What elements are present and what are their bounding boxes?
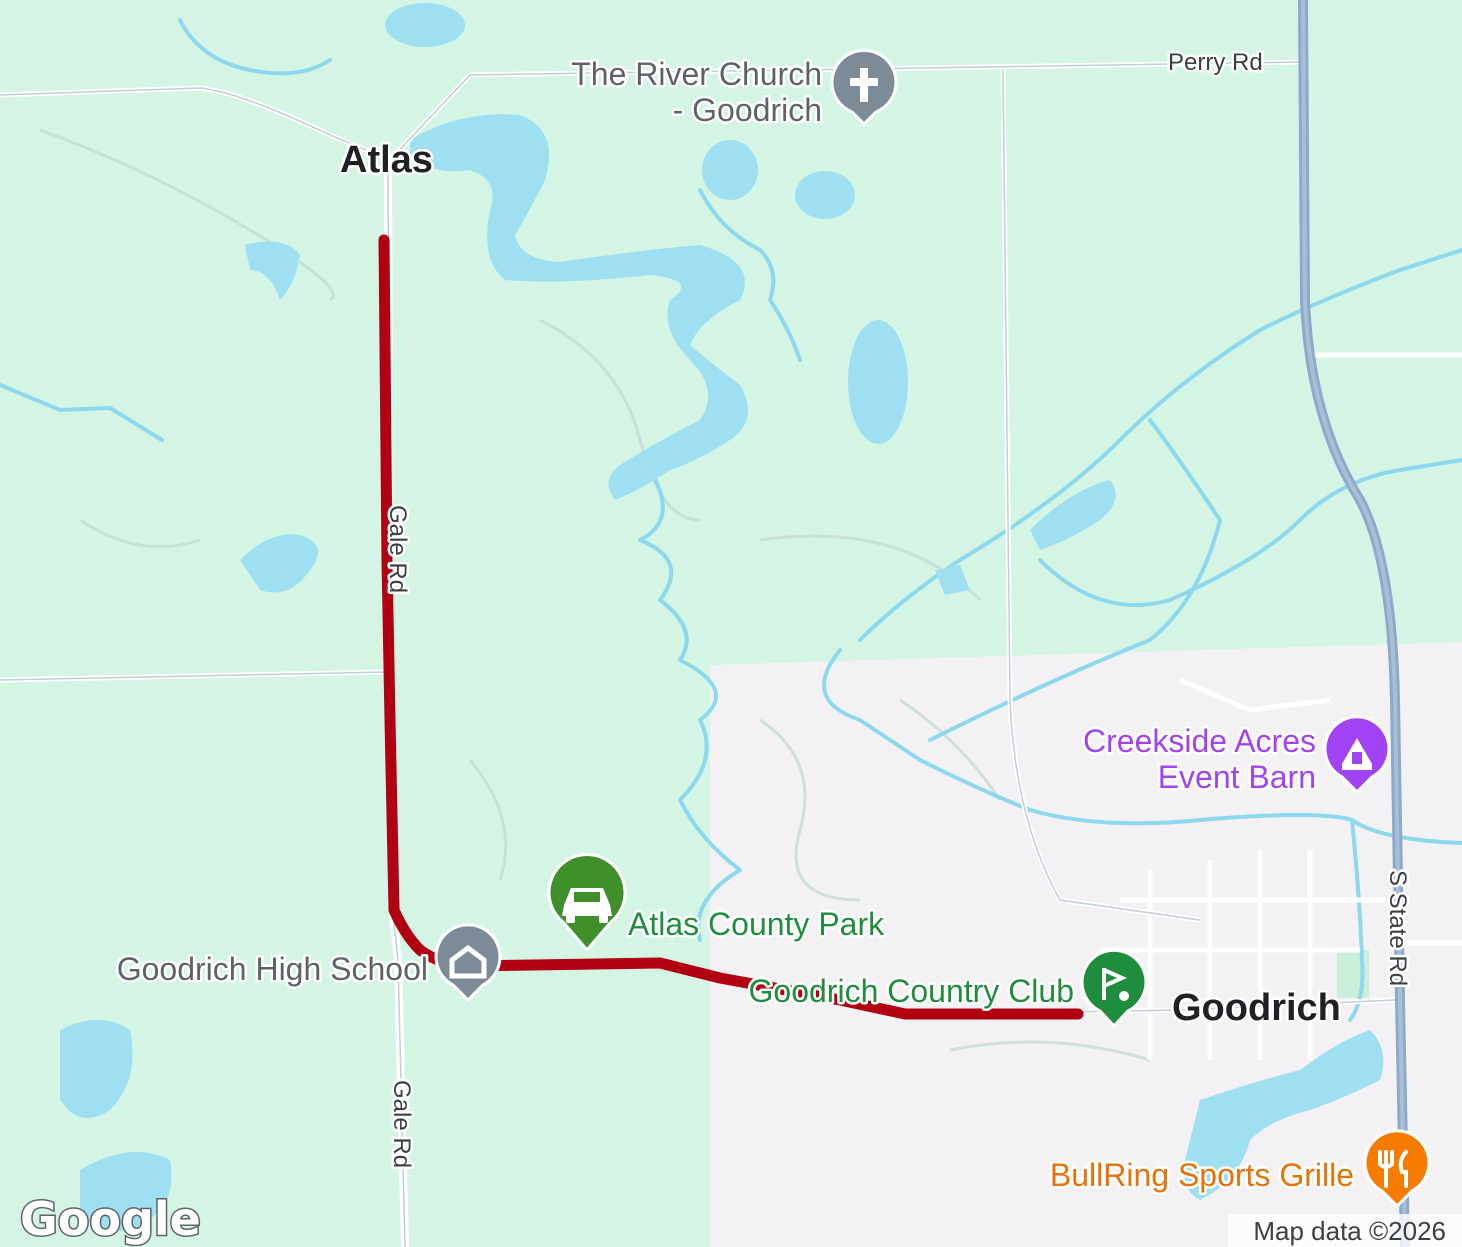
poi-label-creekside-1[interactable]: Creekside Acres bbox=[1081, 721, 1319, 762]
poi-label-river-church-2[interactable]: - Goodrich bbox=[670, 90, 824, 131]
golf-icon bbox=[1102, 968, 1129, 1001]
road-label-gale-lower: Gale Rd bbox=[388, 1080, 415, 1168]
route-line[interactable] bbox=[378, 234, 1084, 1020]
atlas-lake bbox=[410, 114, 748, 501]
lake-sw-2 bbox=[80, 1152, 172, 1231]
water-bodies bbox=[60, 3, 1384, 1231]
road-label-s-state: S State Rd bbox=[1384, 870, 1411, 986]
event-venue-icon bbox=[1342, 738, 1372, 770]
school-icon bbox=[449, 944, 487, 979]
poi-label-bullring[interactable]: BullRing Sports Grille bbox=[1047, 1155, 1356, 1196]
road-label-gale-upper: Gale Rd bbox=[384, 505, 411, 593]
place-label-atlas[interactable]: Atlas bbox=[338, 137, 436, 184]
poi-label-goodrich-high-school[interactable]: Goodrich High School bbox=[114, 949, 430, 990]
restaurant-pin[interactable] bbox=[1363, 1129, 1431, 1209]
pond-ne bbox=[1030, 480, 1116, 550]
s-state-road-center bbox=[1301, 0, 1407, 1247]
pond-east-1 bbox=[702, 140, 758, 200]
school-pin[interactable] bbox=[434, 923, 502, 1003]
poi-label-atlas-county-park[interactable]: Atlas County Park bbox=[626, 904, 888, 945]
lake-sw bbox=[60, 1020, 133, 1118]
park-pin[interactable] bbox=[547, 853, 627, 953]
church-icon bbox=[850, 68, 878, 102]
pond-small bbox=[935, 565, 970, 595]
fork-knife-icon bbox=[1378, 1150, 1408, 1188]
terrain-shading bbox=[39, 128, 1151, 1062]
lake-north bbox=[385, 3, 465, 47]
pond-east-2 bbox=[795, 171, 855, 219]
pond-long bbox=[848, 320, 908, 444]
poi-label-river-church-1[interactable]: The River Church bbox=[569, 54, 825, 95]
lake-goodrich bbox=[1184, 1030, 1384, 1200]
map-attribution[interactable]: Map data ©2026 bbox=[1253, 1216, 1446, 1246]
pond-west bbox=[245, 241, 300, 300]
poi-label-creekside-2[interactable]: Event Barn bbox=[1155, 757, 1318, 798]
poi-label-goodrich-country-club[interactable]: Goodrich Country Club bbox=[746, 971, 1076, 1012]
road-label-perry: Perry Rd bbox=[1168, 49, 1263, 76]
place-label-goodrich[interactable]: Goodrich bbox=[1170, 985, 1344, 1032]
attribution-bg bbox=[1228, 1214, 1462, 1247]
google-logo: Google bbox=[20, 1192, 201, 1246]
pond-mid-west bbox=[240, 534, 318, 593]
church-pin[interactable] bbox=[830, 48, 898, 127]
car-icon bbox=[562, 888, 612, 923]
golf-pin[interactable] bbox=[1080, 948, 1148, 1029]
event-pin[interactable] bbox=[1323, 715, 1391, 795]
